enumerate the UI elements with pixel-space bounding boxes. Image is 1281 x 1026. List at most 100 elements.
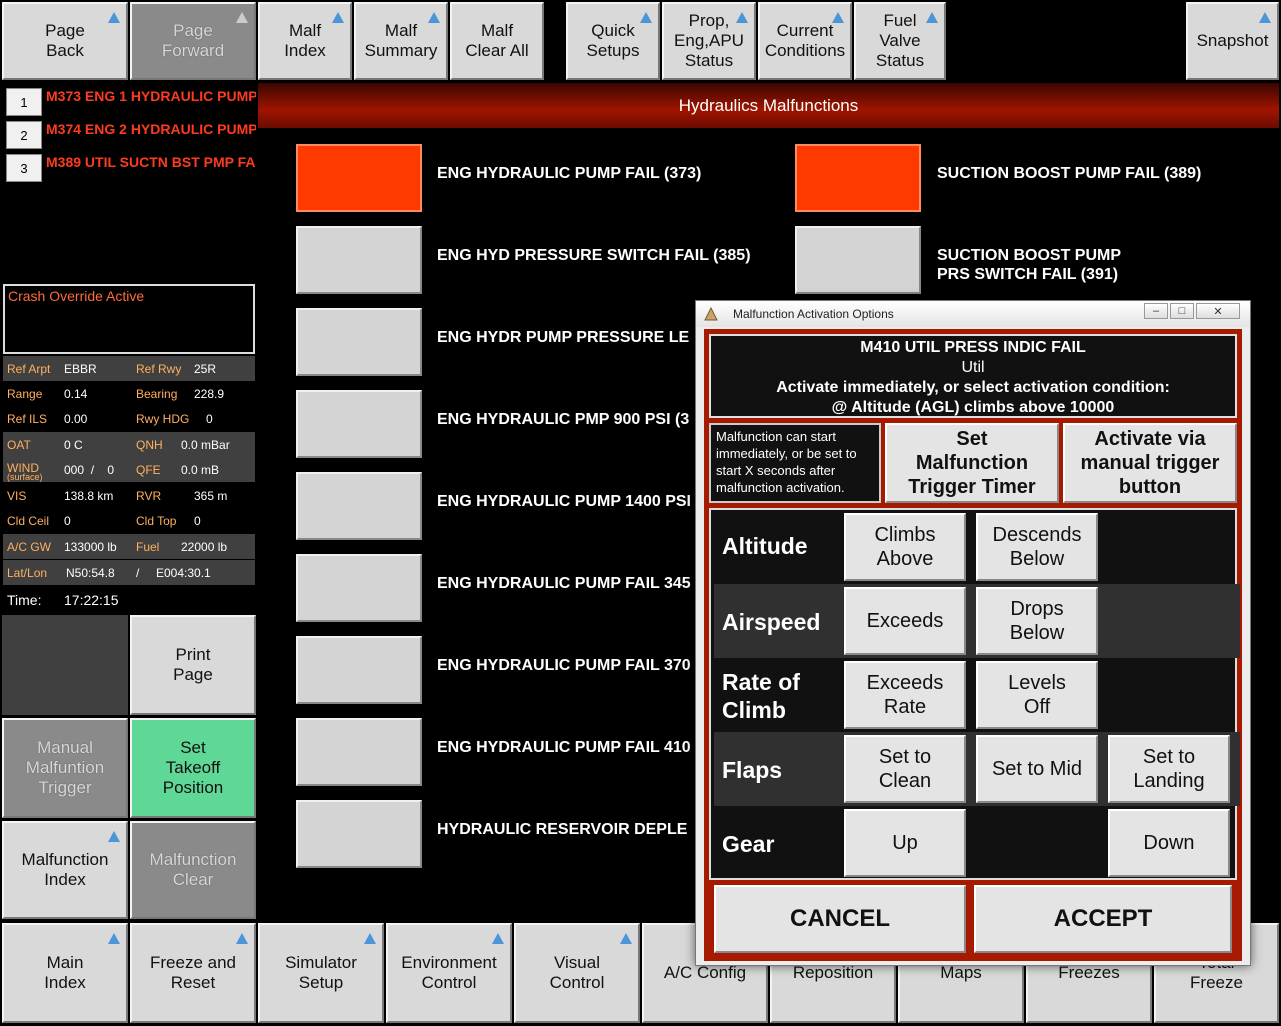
malf-index-2[interactable]: 2 [6, 121, 42, 149]
fuel-value: 22000 lb [181, 540, 228, 554]
climbs-above-button[interactable]: Climbs Above [844, 513, 966, 581]
accept-button[interactable]: ACCEPT [974, 885, 1232, 953]
rwy-hdg-value: 0 [206, 412, 213, 426]
manual-trigger-label: Manual Malfuntion Trigger [25, 738, 105, 797]
gw-label: A/C GW [7, 540, 51, 554]
malf-toggle-pressure-le[interactable] [296, 308, 422, 376]
manual-trigger-activation-button[interactable]: Activate via manual trigger button [1063, 423, 1237, 503]
freeze-reset-button[interactable]: Freeze and Reset [130, 923, 256, 1023]
wind-label: WIND [7, 461, 39, 475]
print-page-button[interactable]: Print Page [130, 615, 256, 715]
set-takeoff-button[interactable]: Set Takeoff Position [130, 718, 256, 818]
malfunction-clear-label: Malfunction Clear [149, 850, 237, 889]
altitude-label: Altitude [722, 533, 808, 559]
active-malf-1[interactable]: M373 ENG 1 HYDRAULIC PUMP FAIL [46, 88, 256, 104]
snapshot-button[interactable]: Snapshot [1186, 2, 1279, 80]
drops-below-button[interactable]: Drops Below [976, 587, 1098, 655]
set-landing-button[interactable]: Set to Landing [1108, 735, 1230, 803]
set-mid-button[interactable]: Set to Mid [976, 735, 1098, 803]
gear-down-button[interactable]: Down [1108, 809, 1230, 877]
environment-control-button[interactable]: Environment Control [386, 923, 512, 1023]
malf-toggle-370[interactable] [296, 636, 422, 704]
cld-ceil-label: Cld Ceil [7, 514, 50, 528]
exceeds-button[interactable]: Exceeds [844, 587, 966, 655]
prop-eng-apu-status-button[interactable]: Prop, Eng,APU Status [662, 2, 756, 80]
malf-label-370: ENG HYDRAULIC PUMP FAIL 370 [437, 657, 691, 674]
triangle-icon [832, 12, 844, 23]
bearing-value: 228.9 [194, 387, 225, 401]
malf-toggle-389[interactable] [795, 144, 921, 212]
minimize-icon[interactable]: – [1144, 303, 1168, 319]
active-malf-2[interactable]: M374 ENG 2 HYDRAULIC PUMP FAIL [46, 121, 256, 137]
manual-trigger-button[interactable]: Manual Malfuntion Trigger [2, 718, 128, 818]
qnh-label: QNH [136, 438, 163, 452]
info-row-time: Time:17:22:15 [3, 586, 255, 613]
current-conditions-button[interactable]: Current Conditions [758, 2, 852, 80]
close-icon[interactable]: ✕ [1196, 303, 1240, 319]
triangle-icon [736, 12, 748, 23]
fuel-label: Fuel [136, 540, 160, 554]
cld-top-label: Cld Top [136, 514, 177, 528]
maximize-icon[interactable]: □ [1170, 303, 1194, 319]
print-page-label: Print Page [173, 645, 213, 684]
blank-panel [2, 615, 128, 715]
triangle-icon [926, 12, 938, 23]
fuel-valve-status-button[interactable]: Fuel Valve Status [854, 2, 946, 80]
levels-off-button[interactable]: Levels Off [976, 661, 1098, 729]
exceeds-rate-button[interactable]: Exceeds Rate [844, 661, 966, 729]
vis-value: 138.8 km [64, 489, 114, 503]
set-clean-button[interactable]: Set to Clean [844, 735, 966, 803]
gear-up-button[interactable]: Up [844, 809, 966, 877]
malf-toggle-reservoir[interactable] [296, 800, 422, 868]
malf-label-391: SUCTION BOOST PUMP PRS SWITCH FAIL (391) [937, 247, 1122, 283]
page-forward-button[interactable]: Page Forward [130, 2, 256, 80]
dialog-titlebar[interactable]: Malfunction Activation Options – □ ✕ [696, 301, 1250, 327]
malf-index-1[interactable]: 1 [6, 88, 42, 116]
simulator-setup-button[interactable]: Simulator Setup [258, 923, 384, 1023]
malf-index-label: Malf Index [284, 21, 326, 60]
freezes-label: Freezes [1058, 963, 1120, 982]
range-label: Range [7, 387, 43, 401]
malf-toggle-373[interactable] [296, 144, 422, 212]
malf-toggle-391[interactable] [795, 226, 921, 294]
lon-value: / E004:30.1 [136, 566, 211, 580]
malf-toggle-410[interactable] [296, 718, 422, 786]
ac-config-label: A/C Config [663, 963, 747, 982]
cld-ceil-value: 0 [64, 514, 71, 528]
ref-arpt-value: EBBR [64, 362, 97, 376]
lat-value: N50:54.8 [66, 566, 115, 580]
triangle-icon [364, 933, 376, 944]
triangle-icon [236, 12, 248, 23]
snapshot-label: Snapshot [1196, 31, 1269, 50]
malf-label-410: ENG HYDRAULIC PUMP FAIL 410 [437, 739, 691, 756]
malfunction-index-button[interactable]: Malfunction Index [2, 821, 128, 919]
main-index-label: Main Index [44, 953, 86, 992]
page-forward-label: Page Forward [161, 21, 225, 60]
time-value: 17:22:15 [64, 592, 119, 608]
malf-toggle-385[interactable] [296, 226, 422, 294]
malf-summary-button[interactable]: Malf Summary [354, 2, 448, 80]
quick-setups-button[interactable]: Quick Setups [566, 2, 660, 80]
visual-control-label: Visual Control [549, 953, 605, 992]
page-back-label: Page Back [45, 21, 85, 60]
page-back-button[interactable]: Page Back [2, 2, 128, 80]
malf-clear-all-button[interactable]: Malf Clear All [450, 2, 544, 80]
cancel-button[interactable]: CANCEL [714, 885, 966, 953]
malfunction-clear-button[interactable]: Malfunction Clear [130, 821, 256, 919]
vis-label: VIS [7, 489, 27, 503]
descends-below-button[interactable]: Descends Below [976, 513, 1098, 581]
malf-toggle-1400[interactable] [296, 472, 422, 540]
malf-index-3[interactable]: 3 [6, 154, 42, 182]
malf-index-button[interactable]: Malf Index [258, 2, 352, 80]
malf-label-385: ENG HYD PRESSURE SWITCH FAIL (385) [437, 247, 751, 264]
malf-toggle-345[interactable] [296, 554, 422, 622]
gw-value: 133000 lb [64, 540, 117, 554]
malf-toggle-900[interactable] [296, 390, 422, 458]
active-malf-3[interactable]: M389 UTIL SUCTN BST PMP FAIL [46, 154, 256, 170]
visual-control-button[interactable]: Visual Control [514, 923, 640, 1023]
set-trigger-timer-button[interactable]: Set Malfunction Trigger Timer [885, 423, 1059, 503]
triangle-icon [620, 933, 632, 944]
main-index-button[interactable]: Main Index [2, 923, 128, 1023]
